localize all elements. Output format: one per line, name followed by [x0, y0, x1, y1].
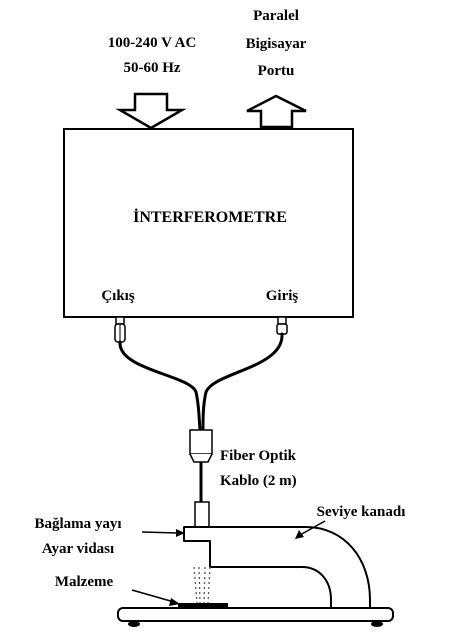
fiber-cables [118, 332, 284, 432]
cable-coupler [189, 429, 213, 502]
cable-label-line2: Kablo (2 m) [220, 473, 297, 489]
cable-label-line1: Fiber Optik [220, 448, 297, 464]
power-input-arrow [115, 92, 187, 130]
input-port-label: Giriş [266, 288, 299, 304]
clamp-pointer-arrow [141, 529, 185, 537]
laser-beam [193, 566, 211, 604]
power-label-line2: 50-60 Hz [123, 60, 180, 76]
probe-head [194, 501, 210, 528]
interferometer-box [63, 128, 354, 318]
power-label-line1: 100-240 V AC [108, 35, 197, 51]
input-connector [276, 316, 288, 335]
output-port-label: Çıkış [101, 288, 135, 304]
base-feet [128, 621, 383, 627]
level-arm-label: Seviye kanadı [317, 504, 406, 520]
port-label-line3: Portu [258, 63, 295, 79]
level-arm [183, 526, 371, 610]
output-connector [114, 316, 126, 343]
device-title: İNTERFEROMETRE [133, 207, 287, 226]
port-label-line2: Bigisayar [246, 36, 307, 52]
port-label-line1: Paralel [253, 8, 299, 24]
material-label: Malzeme [55, 574, 114, 590]
level-arm-pointer-arrow [295, 520, 326, 539]
clamp-label-line2: Ayar vidası [42, 541, 114, 557]
base-plate [117, 607, 394, 622]
port-output-arrow [246, 94, 307, 129]
material-pointer-arrow [131, 589, 180, 606]
material-sample [178, 603, 228, 608]
clamp-label-line1: Bağlama yayı [34, 516, 121, 532]
